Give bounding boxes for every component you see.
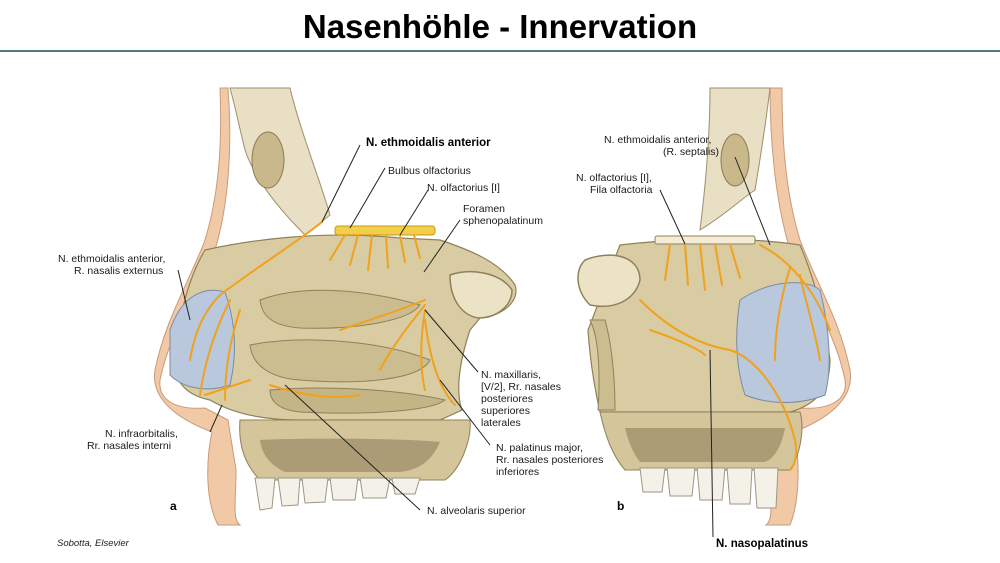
label-olfactorius-b-line2: Fila olfactoria [590, 184, 653, 196]
image-credit: Sobotta, Elsevier [57, 538, 129, 549]
label-palatinus-line3: inferiores [496, 466, 539, 478]
label-nasopalatinus: N. nasopalatinus [716, 538, 808, 550]
label-ethmoidalis-anterior-a: N. ethmoidalis anterior [366, 137, 491, 149]
label-maxillaris-line3: posteriores [481, 393, 533, 405]
slide-title: Nasenhöhle - Innervation [302, 8, 698, 45]
label-infraorbitalis-line1: N. infraorbitalis, [105, 428, 178, 440]
label-ethm-ext-line2: R. nasalis externus [74, 265, 163, 277]
panel-label-b: b [617, 499, 624, 513]
illustration-a [153, 87, 517, 526]
label-foramen-line2: sphenopalatinum [463, 215, 543, 227]
label-alveolaris-superior: N. alveolaris superior [427, 505, 526, 517]
label-maxillaris-line5: laterales [481, 417, 521, 429]
label-palatinus-line1: N. palatinus major, [496, 442, 583, 454]
label-foramen-line1: Foramen [463, 203, 505, 215]
label-palatinus-line2: Rr. nasales posteriores [496, 454, 603, 466]
label-ethm-septalis-line2: (R. septalis) [663, 146, 719, 158]
labels-a: N. ethmoidalis anterior Bulbus olfactori… [58, 137, 603, 517]
labels-b: N. ethmoidalis anterior, (R. septalis) N… [576, 134, 808, 550]
label-bulbus-olfactorius: Bulbus olfactorius [388, 165, 471, 177]
label-infraorbitalis-line2: Rr. nasales interni [87, 440, 171, 452]
label-olfactorius-b-line1: N. olfactorius [I], [576, 172, 652, 184]
label-maxillaris-line1: N. maxillaris, [481, 369, 541, 381]
label-olfactorius-a: N. olfactorius [I] [427, 182, 500, 194]
label-maxillaris-line4: superiores [481, 405, 530, 417]
title-underline [0, 50, 1000, 52]
panel-label-a: a [170, 499, 177, 513]
label-maxillaris-line2: [V/2], Rr. nasales [481, 381, 561, 393]
illustration-b [577, 87, 851, 526]
label-ethm-ext-line1: N. ethmoidalis anterior, [58, 253, 165, 265]
label-ethm-septalis-line1: N. ethmoidalis anterior, [604, 134, 711, 146]
